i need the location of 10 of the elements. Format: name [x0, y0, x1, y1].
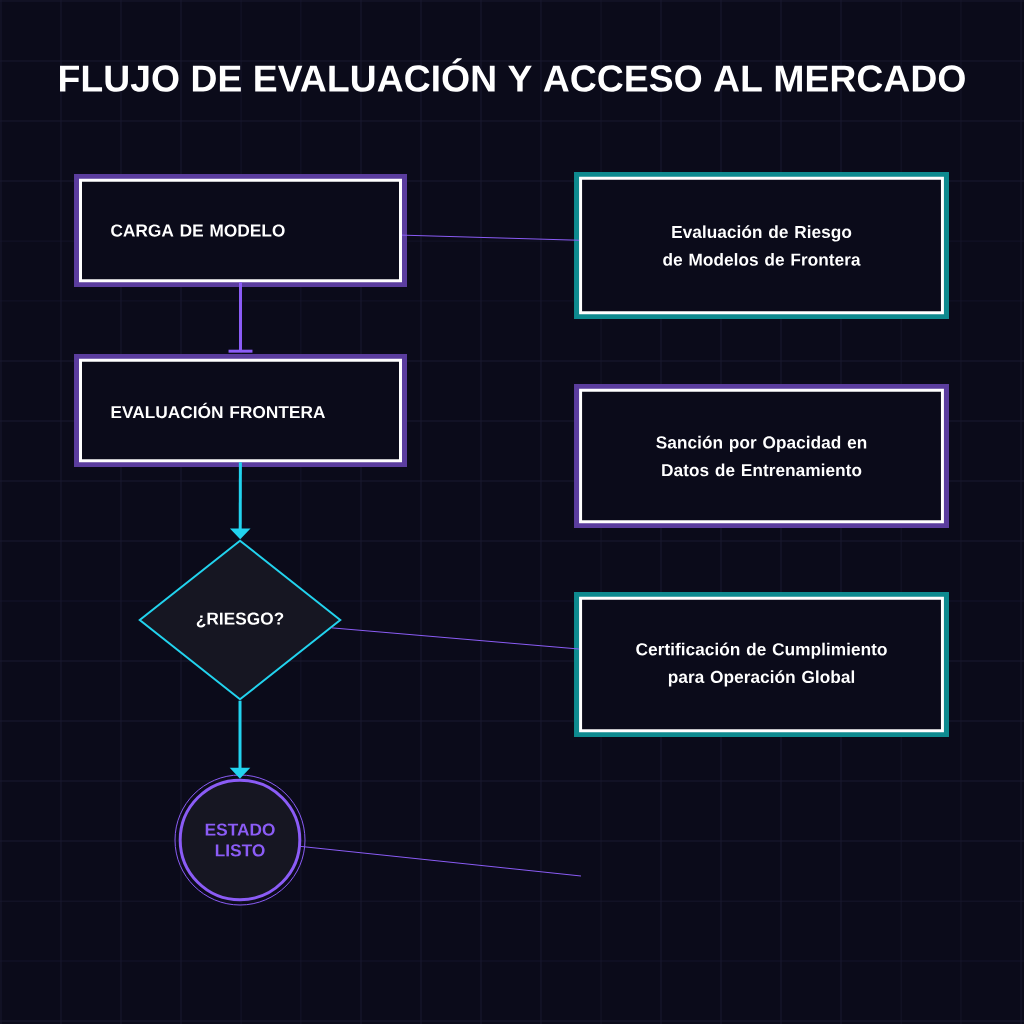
process-box: CARGA DE MODELO [74, 174, 407, 287]
process-box: EVALUACIÓN FRONTERA [74, 354, 407, 467]
info-box: Sanción por Opacidad en Datos de Entrenamiento [574, 384, 949, 528]
title: FLUJO DE EVALUACIÓN Y ACCESO AL MERCADO [60, 58, 965, 92]
connector-line [401, 234, 580, 241]
connector-line [331, 627, 580, 650]
connector-arrow [228, 282, 253, 353]
connector-line [300, 845, 582, 877]
info-box: Certificación de Cumplimiento para Operación Global [574, 592, 949, 737]
info-box: Evaluación de Riesgo de Modelos de Frontera [574, 172, 949, 319]
